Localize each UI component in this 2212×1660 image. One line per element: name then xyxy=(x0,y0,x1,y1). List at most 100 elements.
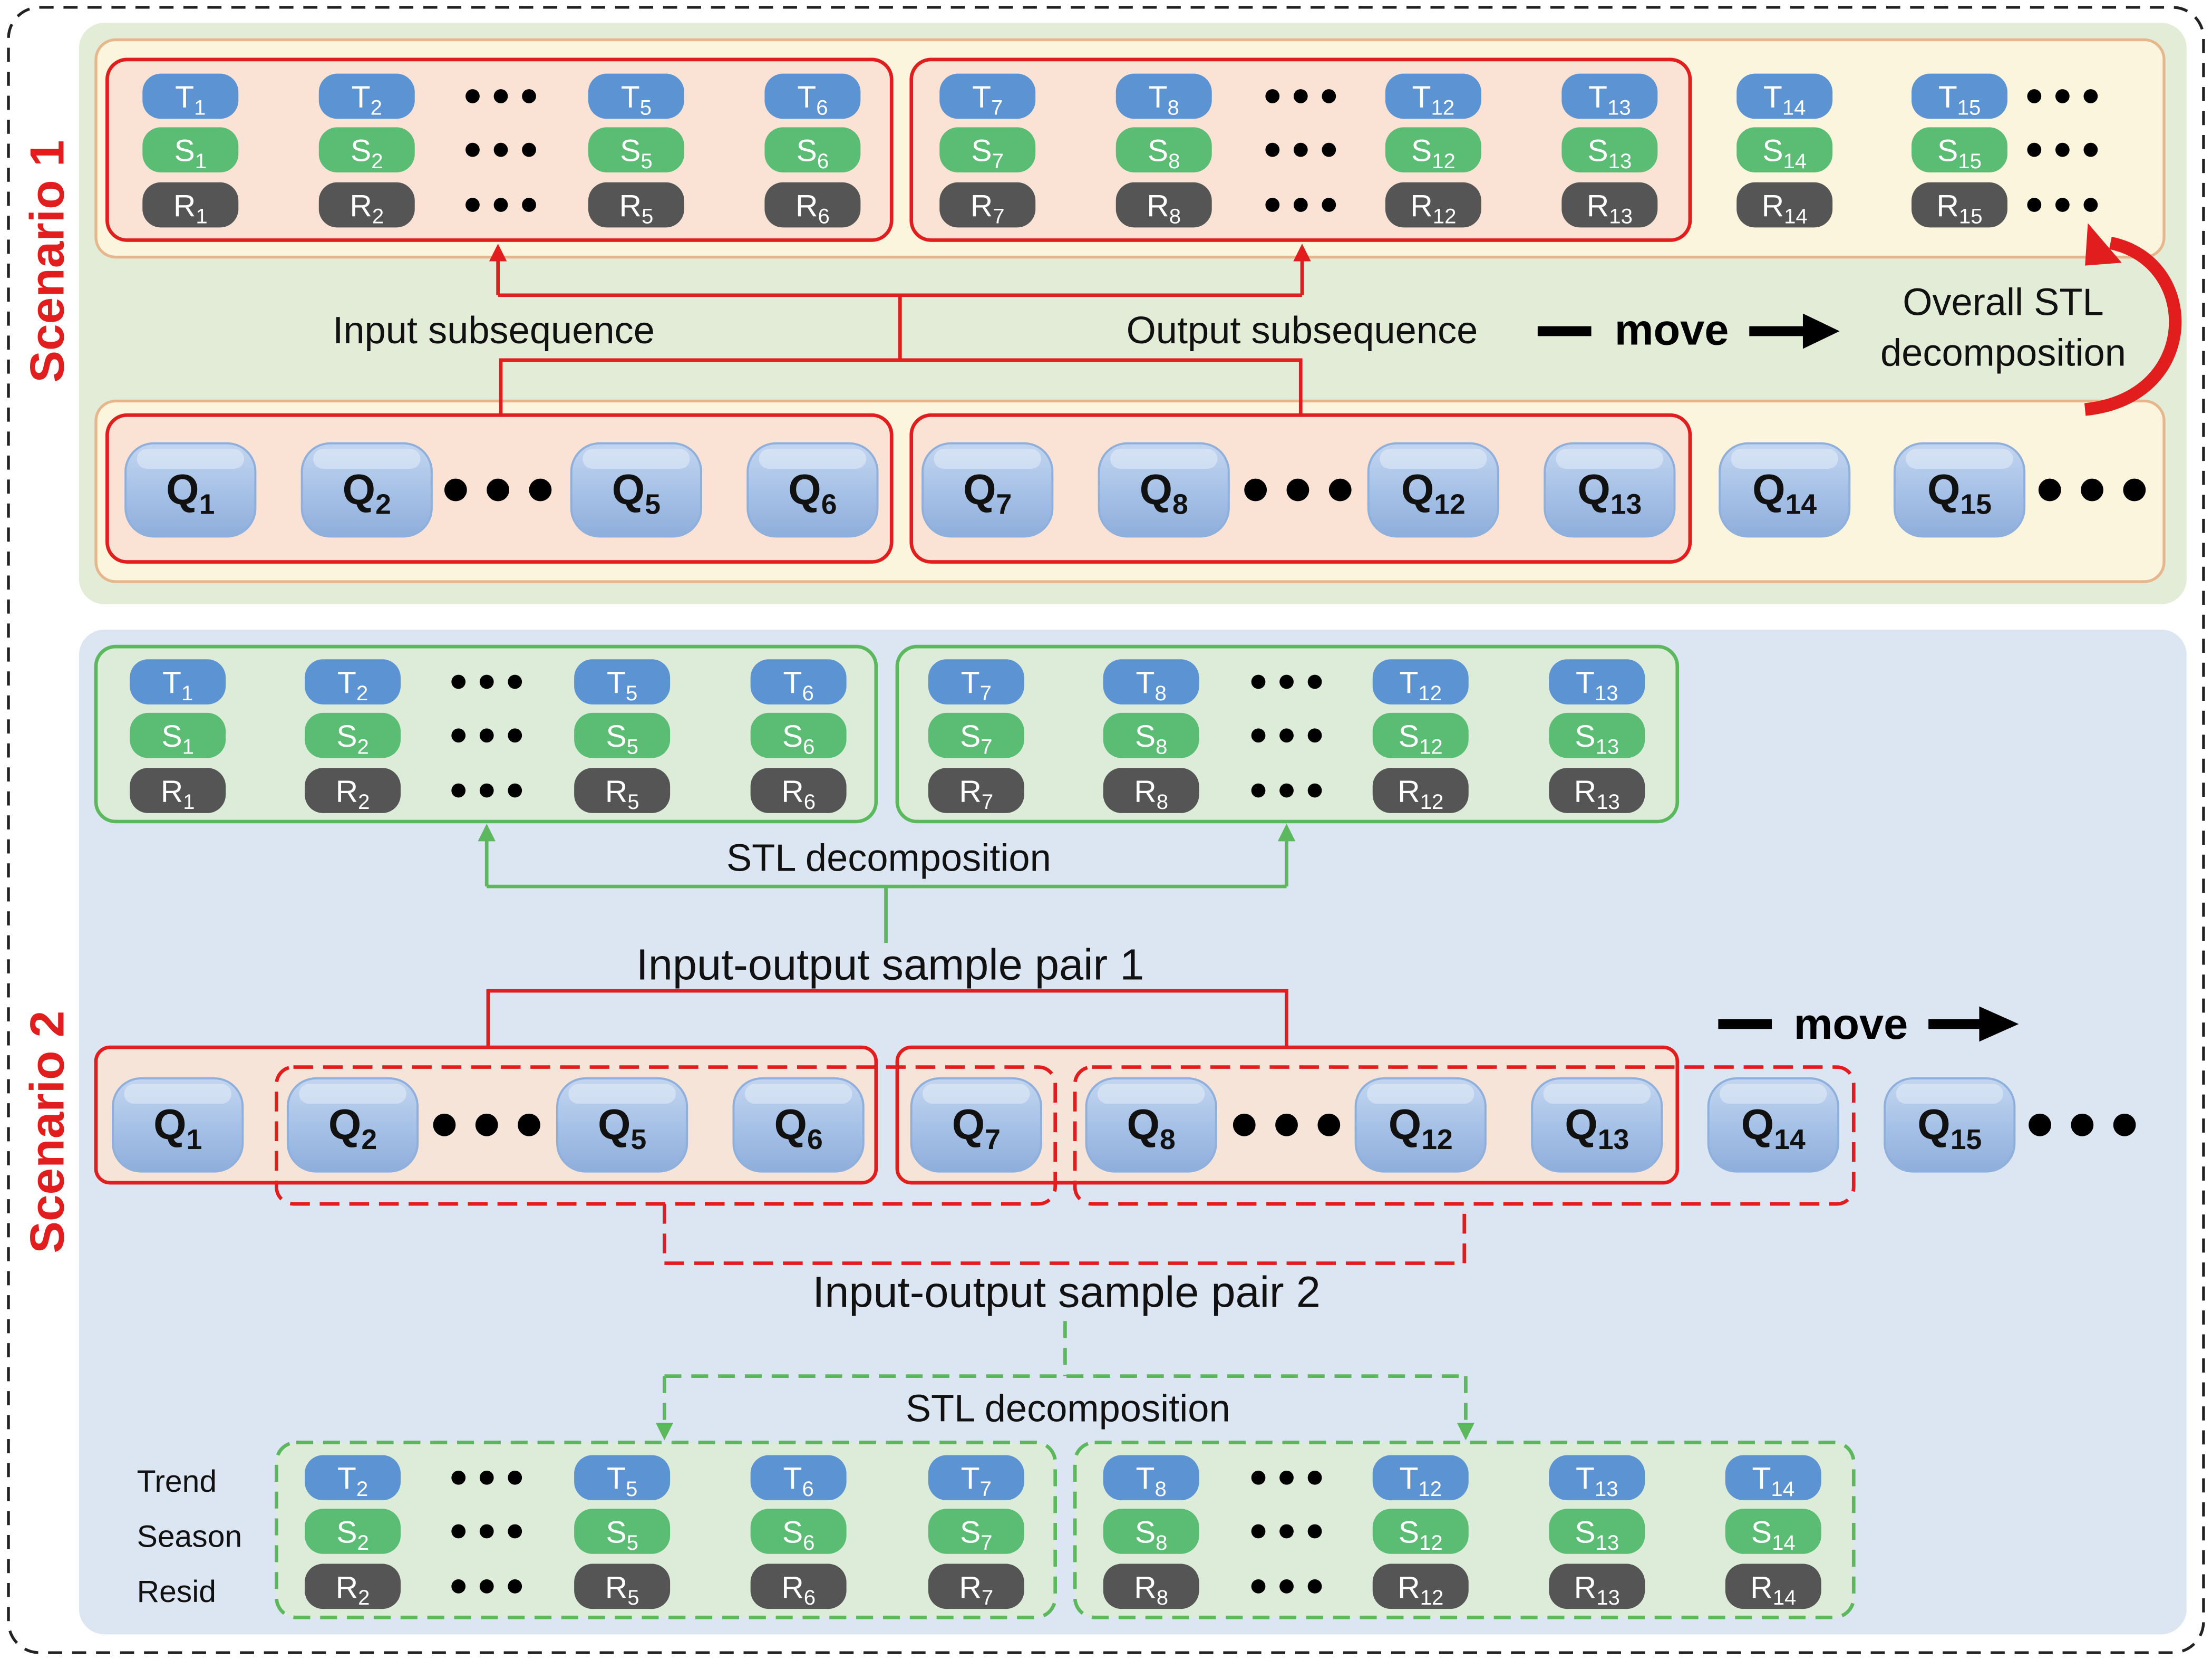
ellipsis-dot xyxy=(1279,783,1294,798)
ellipsis-dot xyxy=(451,728,466,743)
scenario1-red-connectors xyxy=(489,244,1311,416)
s1-pill-T1-shape xyxy=(142,73,239,119)
s1-q-8-shape xyxy=(1098,442,1230,538)
s1-q-13-highlight xyxy=(1556,449,1664,469)
s2-top-pill-S1-shape xyxy=(130,712,226,758)
ellipsis-dot xyxy=(508,1524,522,1539)
s1-pill-R13-shape xyxy=(1561,182,1658,228)
s1-pill-S2: S2 xyxy=(318,127,415,173)
ellipsis-dot xyxy=(1322,198,1336,212)
row-label-trend: Trend xyxy=(137,1464,217,1499)
ellipsis-dot xyxy=(1265,142,1280,157)
s1-pill-T2-shape xyxy=(318,73,415,119)
ellipsis-dot xyxy=(522,89,536,103)
s1-pill-S1: S1 xyxy=(142,127,239,173)
input-subsequence-label: Input subsequence xyxy=(333,310,655,352)
ellipsis-dot xyxy=(529,478,552,501)
s2-q-14: Q14 xyxy=(1707,1077,1839,1173)
s1-q-6: Q6 xyxy=(746,442,879,538)
s2-top-pill-S7-shape xyxy=(928,712,1024,758)
ellipsis-dot xyxy=(1328,478,1352,501)
s2-top-ellipsis xyxy=(1251,783,1322,798)
s1-pill-R1-shape xyxy=(142,182,239,228)
s2-bot-pill-R5: R5 xyxy=(574,1564,671,1609)
s2-bot-ellipsis xyxy=(1251,1470,1322,1485)
s1-q-15-shape xyxy=(1893,442,2026,538)
s1-ellipsis xyxy=(465,142,536,157)
ellipsis-dot xyxy=(2029,1113,2051,1136)
pair2-input-q-box xyxy=(275,1065,1058,1206)
s2-top-ellipsis xyxy=(1251,674,1322,689)
s2-top-pill-T12-shape xyxy=(1372,659,1469,704)
s2-q-12-label: Q12 xyxy=(1389,1101,1453,1155)
scenario1-label: Scenario 1 xyxy=(21,140,74,382)
s1-pill-S6-label: S6 xyxy=(797,134,829,173)
s2-top-pill-R1: R1 xyxy=(130,768,226,814)
s2-top-pill-S13: S13 xyxy=(1549,712,1645,758)
s2-bot-pill-R8: R8 xyxy=(1103,1564,1199,1609)
ellipsis-dot xyxy=(508,1579,522,1594)
ellipsis-dot xyxy=(1279,1470,1294,1485)
ellipsis-dot xyxy=(2027,198,2042,212)
s2-top-pill-T13-shape xyxy=(1549,659,1645,704)
s2-bot-pill-S5: S5 xyxy=(574,1509,671,1555)
s2-top-pill-S6-shape xyxy=(750,712,847,758)
stl-decomposition-bottom-label: STL decomposition xyxy=(906,1387,1230,1430)
s2-top-pill-T13: T13 xyxy=(1549,659,1645,705)
s2-bot-pill-T12: T12 xyxy=(1372,1455,1469,1501)
ellipsis-dot xyxy=(1322,142,1336,157)
s1-pill-T13-shape xyxy=(1561,73,1658,119)
s2-bot-pill-T2-shape xyxy=(305,1455,401,1501)
s2-top-pill-R7-shape xyxy=(928,768,1024,813)
row-label-season: Season xyxy=(137,1519,242,1553)
ellipsis-dot xyxy=(2055,89,2070,103)
s2-q-14-highlight xyxy=(1720,1084,1827,1104)
s2-q-6-highlight xyxy=(744,1084,852,1104)
s2-q-ellipsis xyxy=(433,1113,540,1136)
s2-bot-pill-R12-shape xyxy=(1372,1564,1469,1609)
s1-pill-S13: S13 xyxy=(1561,127,1658,173)
ellipsis-dot xyxy=(1279,1579,1294,1594)
pair2-green-dashed-connectors xyxy=(655,1321,1475,1441)
s1-pill-S5-shape xyxy=(588,127,684,172)
s1-pill-S6: S6 xyxy=(764,127,861,173)
s1-pill-R13-label: R13 xyxy=(1587,189,1633,228)
ellipsis-dot xyxy=(1307,1524,1322,1539)
s2-bot-pill-S7: S7 xyxy=(928,1509,1024,1555)
s1-q-7: Q7 xyxy=(921,442,1054,538)
s1-pill-T8-shape xyxy=(1115,73,1212,119)
ellipsis-dot xyxy=(465,89,480,103)
ellipsis-dot xyxy=(2081,478,2103,501)
s2-q-7-shape xyxy=(910,1077,1042,1173)
ellipsis-dot xyxy=(1293,142,1308,157)
s2-bot-pill-S13: S13 xyxy=(1549,1509,1645,1555)
s2-q-7-highlight xyxy=(923,1084,1030,1104)
s1-pill-S14-shape xyxy=(1736,127,1833,172)
s2-top-ellipsis xyxy=(1251,728,1322,743)
s2-bot-pill-T12-shape xyxy=(1372,1455,1469,1501)
s2-top-ellipsis xyxy=(451,728,522,743)
s1-pill-T7: T7 xyxy=(939,73,1036,119)
s2-top-pill-T7-shape xyxy=(928,659,1024,704)
s1-q-14-highlight xyxy=(1731,449,1838,469)
ellipsis-dot xyxy=(1265,198,1280,212)
pair1-label: Input-output sample pair 1 xyxy=(636,940,1144,989)
ellipsis-dot xyxy=(508,1470,522,1485)
s2-top-pill-R8-shape xyxy=(1103,768,1199,813)
s1-q-15-highlight xyxy=(1906,449,2013,469)
ellipsis-dot xyxy=(1251,1579,1266,1594)
ellipsis-dot xyxy=(2055,142,2070,157)
s1-pill-R5-shape xyxy=(588,182,684,228)
s2-q-2: Q2 xyxy=(286,1077,419,1173)
outer-dashed-frame xyxy=(7,6,2205,1654)
s1-q-12-shape xyxy=(1367,442,1499,538)
s1-q-1-shape xyxy=(124,442,257,538)
s1-pill-T5: T5 xyxy=(588,73,684,119)
s2-bot-pill-T5-label: T5 xyxy=(607,1462,637,1501)
s2-q-7-label: Q7 xyxy=(952,1101,1001,1155)
ellipsis-dot xyxy=(1251,1470,1266,1485)
ellipsis-dot xyxy=(1244,478,1267,501)
s1-pill-S8: S8 xyxy=(1115,127,1212,173)
scenario1-move-label: move xyxy=(1615,305,1729,354)
